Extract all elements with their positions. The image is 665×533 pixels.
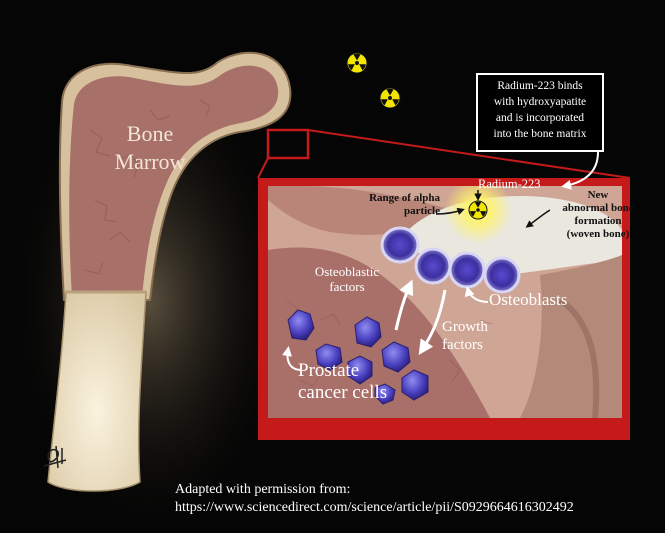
zoom-line-top (307, 129, 631, 179)
arrow-range (435, 207, 465, 215)
callout-line: with hydroxyapatite (493, 96, 587, 108)
marrow-region (69, 65, 279, 299)
cancer-cell (354, 316, 382, 348)
new-bone-line: abnormal bone (562, 202, 634, 214)
arrow-osteoblastic (394, 279, 414, 331)
bone-marrow-label-line1: Bone (126, 121, 174, 146)
femur-bone (0, 50, 300, 533)
new-bone-line: formation (574, 215, 622, 227)
callout-line: Radium-223 binds (497, 80, 583, 92)
new-bone-line: (woven bone) (566, 228, 630, 240)
arrow-osteoblasts (464, 286, 489, 303)
growth-line2: factors (442, 337, 483, 353)
arrow-prostate (282, 346, 303, 371)
alpha-range-line2: particle (403, 205, 440, 217)
radiation-icon (468, 200, 488, 220)
prostate-cancer-label: Prostate cancer cells (298, 360, 418, 404)
radiation-icon (379, 87, 401, 109)
bone-marrow-label: Bone Marrow (95, 120, 205, 176)
new-bone-label: New abnormal bone formation (woven bone) (548, 189, 648, 241)
growth-factors-label: Growth factors (442, 318, 502, 354)
osteoblast-cell (380, 226, 420, 264)
callout-line: and is incorporated (495, 112, 585, 124)
alpha-range-label: Range of alpha particle (348, 192, 440, 218)
zoom-line-left (257, 157, 269, 179)
signature-mark (43, 445, 67, 469)
osteoblastic-factors-label: Osteoblastic factors (297, 264, 397, 294)
radium-label: Radium-223 (478, 177, 541, 191)
cancer-cell (287, 309, 315, 341)
arrow-new-bone (525, 209, 551, 228)
cancer-cells (287, 309, 429, 405)
callout-box: Radium-223 binds with hydroxyapatite and… (476, 73, 604, 152)
arrow-callout (561, 151, 599, 190)
alpha-range-line1: Range of alpha (369, 192, 440, 204)
prostate-line2: cancer cells (298, 382, 388, 403)
cancer-cell (374, 383, 396, 405)
cancer-cell (381, 341, 411, 373)
femur-shaft (47, 291, 147, 492)
zoom-source-box (266, 128, 310, 160)
growth-line1: Growth (442, 319, 488, 335)
bone-marrow-label-line2: Marrow (114, 149, 186, 174)
cancer-cell (401, 369, 429, 401)
credit-url: https://www.sciencedirect.com/science/ar… (175, 500, 574, 515)
osteoblastic-line2: factors (329, 279, 365, 294)
cancer-cell (315, 343, 343, 371)
prostate-line1: Prostate (298, 360, 360, 381)
radiation-icon (346, 52, 368, 74)
cancer-cell (347, 355, 373, 385)
callout-line: into the bone matrix (493, 128, 587, 140)
arrow-growth (418, 289, 447, 355)
credit-line: Adapted with permission from: (175, 482, 351, 497)
osteoblast-cell (448, 251, 486, 289)
osteoblast-cell (414, 247, 452, 285)
osteoblast-cell (483, 256, 521, 294)
new-bone-line: New (587, 189, 609, 201)
callout-text: Radium-223 binds with hydroxyapatite and… (478, 78, 602, 142)
osteoblast-cells (380, 226, 521, 294)
osteoblastic-line1: Osteoblastic (314, 264, 380, 279)
osteoblasts-label: Osteoblasts (489, 290, 568, 309)
